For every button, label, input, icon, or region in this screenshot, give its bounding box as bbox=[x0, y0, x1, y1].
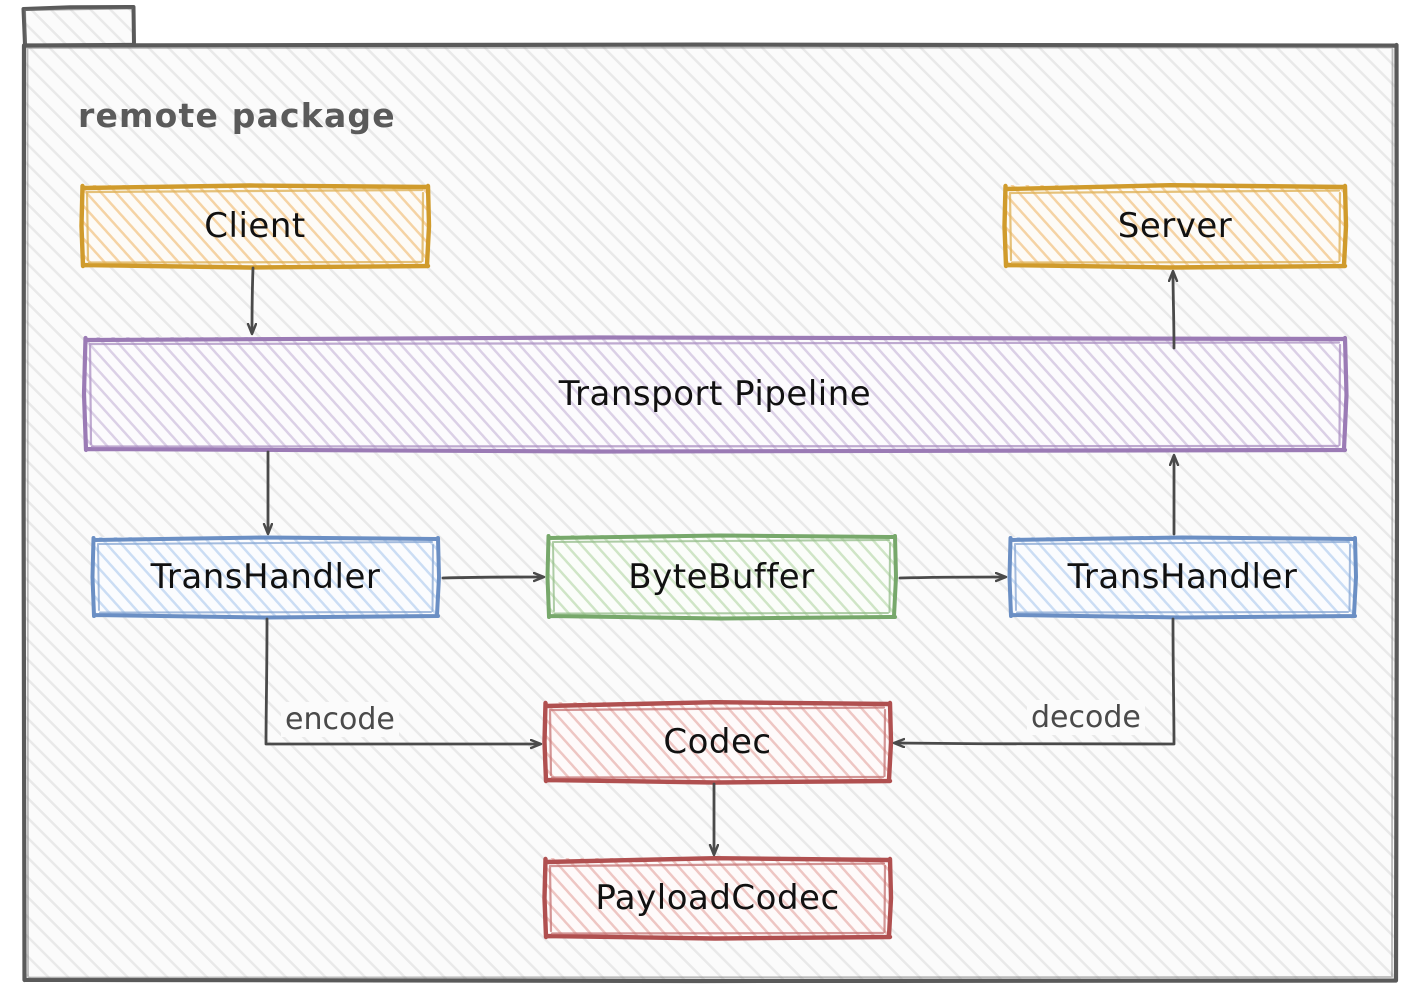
hit-server[interactable] bbox=[1005, 185, 1345, 267]
edge-label-encode: encode bbox=[281, 702, 399, 737]
hit-transport-pipeline[interactable] bbox=[85, 337, 1345, 450]
hit-byte-buffer[interactable] bbox=[548, 535, 895, 618]
node-server[interactable] bbox=[1002, 183, 1349, 270]
node-client[interactable] bbox=[79, 183, 432, 270]
hit-payload-codec[interactable] bbox=[545, 858, 890, 938]
node-payload-codec[interactable] bbox=[542, 856, 894, 941]
node-byte-buffer[interactable] bbox=[545, 533, 898, 621]
edge-transhandler-left-to-codec bbox=[264, 617, 540, 744]
node-codec[interactable] bbox=[542, 700, 894, 785]
edges-layer bbox=[252, 266, 1176, 854]
package-frame bbox=[21, 5, 1400, 984]
node-trans-handler-right[interactable] bbox=[1007, 535, 1358, 620]
edge-transhandler-left-to-bytebuffer bbox=[441, 577, 543, 578]
package-title: remote package bbox=[78, 96, 396, 135]
edge-bytebuffer-to-transhandler-right bbox=[898, 577, 1005, 578]
hit-codec[interactable] bbox=[545, 702, 890, 782]
edge-transhandler-right-to-codec bbox=[895, 617, 1176, 744]
node-trans-handler-left[interactable] bbox=[90, 535, 441, 620]
edge-label-decode: decode bbox=[1027, 700, 1145, 735]
hit-client[interactable] bbox=[82, 185, 428, 267]
hit-trans-handler-right[interactable] bbox=[1010, 537, 1355, 617]
hit-trans-handler-left[interactable] bbox=[93, 537, 438, 617]
edge-client-to-pipeline bbox=[252, 266, 253, 333]
edge-pipeline-to-server bbox=[1173, 272, 1174, 350]
node-transport-pipeline[interactable] bbox=[81, 335, 1349, 454]
